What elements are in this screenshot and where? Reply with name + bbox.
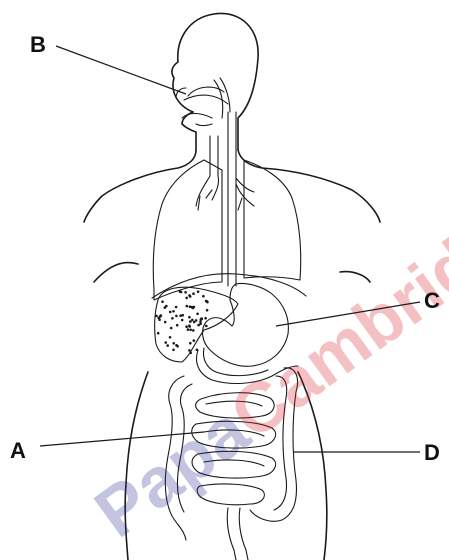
- liver-stipple-dot: [197, 290, 200, 293]
- liver-stipple-dot: [172, 349, 175, 352]
- liver-stipple-dot: [192, 307, 195, 310]
- liver-stipple-dot: [189, 329, 192, 332]
- liver-stipple-dot: [189, 342, 192, 345]
- liver-stipple-dot: [192, 329, 195, 332]
- liver-stipple-dot: [164, 341, 167, 344]
- liver-stipple-dot: [169, 311, 172, 314]
- label-c: C: [424, 288, 440, 313]
- liver-stipple-dot: [186, 305, 189, 308]
- liver-stipple-dot: [170, 327, 173, 330]
- liver-stipple-dot: [184, 291, 187, 294]
- watermark-text-part2: Cambridge: [216, 176, 449, 454]
- liver-stipple-dot: [175, 315, 178, 318]
- liver-stipple-dot: [204, 317, 207, 320]
- liver-stipple-dot: [180, 291, 183, 294]
- liver-stipple-dot: [196, 313, 199, 316]
- liver-stipple-dot: [191, 319, 194, 322]
- svg-text:PapaCambridge: PapaCambridge: [81, 176, 449, 552]
- liver-stipple-dot: [192, 292, 195, 295]
- liver-stipple-dot: [185, 325, 188, 328]
- label-b: B: [30, 32, 46, 57]
- liver-stipple-dot: [188, 294, 191, 297]
- liver-stipple-dot: [155, 315, 158, 318]
- liver-stipple-dot: [206, 309, 209, 312]
- liver-stipple-dot: [188, 324, 191, 327]
- right-lung: [244, 160, 301, 280]
- liver-stipple-dot: [157, 317, 160, 320]
- liver-stipple-dot: [166, 344, 169, 347]
- watermark: PapaCambridge: [81, 176, 449, 552]
- liver-stipple-dot: [169, 336, 172, 339]
- liver-stipple-dot: [193, 321, 196, 324]
- lungs: [153, 160, 300, 300]
- liver-stipple-dot: [172, 310, 175, 313]
- liver-stipple-dot: [164, 321, 167, 324]
- liver-stipple-dot: [172, 342, 175, 345]
- liver-stipple-dot: [187, 328, 190, 331]
- liver-stipple-dot: [202, 295, 205, 298]
- liver-stipple-dot: [161, 300, 164, 303]
- liver-stipple-dot: [171, 317, 174, 320]
- label-d: D: [424, 440, 440, 465]
- left-lung: [153, 160, 222, 300]
- liver-stipple-dot: [176, 324, 179, 327]
- liver-stipple-dot: [181, 319, 184, 322]
- liver-stipple-dot: [206, 301, 209, 304]
- liver-stipple-dot: [188, 316, 191, 319]
- liver-stipple-dot: [200, 317, 203, 320]
- liver-stipple-dot: [189, 320, 192, 323]
- liver-stipple-dot: [165, 305, 168, 308]
- label-a: A: [10, 438, 26, 463]
- liver-stipple-dot: [193, 339, 196, 342]
- liver-stipple-dot: [179, 314, 182, 317]
- liver-stipple-dot: [157, 332, 160, 335]
- liver-stipple-dot: [175, 306, 178, 309]
- liver: [155, 287, 238, 362]
- liver-stipple-dot: [199, 323, 202, 326]
- liver-stipple-dot: [175, 344, 178, 347]
- liver-stipple-dot: [205, 325, 208, 328]
- leader-line-b: [56, 46, 186, 94]
- liver-stipple-dot: [189, 352, 192, 355]
- liver-stipple-dot: [188, 349, 191, 352]
- liver-stipple-dot: [185, 297, 188, 300]
